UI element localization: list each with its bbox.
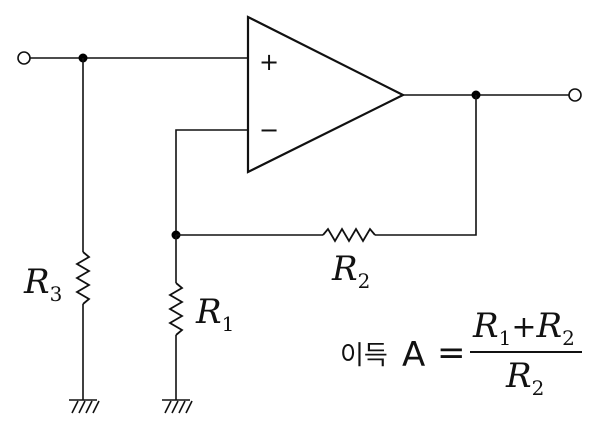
- r3-label: R3: [23, 262, 62, 306]
- formula-numerator: R1+R2: [472, 306, 575, 350]
- inverting-input-wire: [175, 129, 248, 235]
- formula-denominator: R2: [505, 356, 544, 400]
- equals-sign: =: [437, 333, 466, 373]
- r1-label: R1: [195, 292, 234, 336]
- op-amp-plus-sign: +: [259, 48, 279, 76]
- output-terminal: [568, 88, 582, 102]
- r3-ground-icon: [69, 399, 100, 414]
- r2-label: R2: [331, 249, 370, 293]
- gain-word: 이득: [340, 341, 388, 371]
- r1-ground-icon: [162, 399, 193, 414]
- op-amp-minus-sign: −: [259, 116, 279, 144]
- r3-resistor: [75, 251, 91, 305]
- feedback-wire: [375, 95, 477, 236]
- r2-resistor: [322, 227, 376, 243]
- r1-resistor: [168, 282, 184, 336]
- op-amp-triangle: [246, 15, 406, 174]
- input-terminal: [17, 51, 31, 65]
- gain-symbol: A: [402, 335, 425, 375]
